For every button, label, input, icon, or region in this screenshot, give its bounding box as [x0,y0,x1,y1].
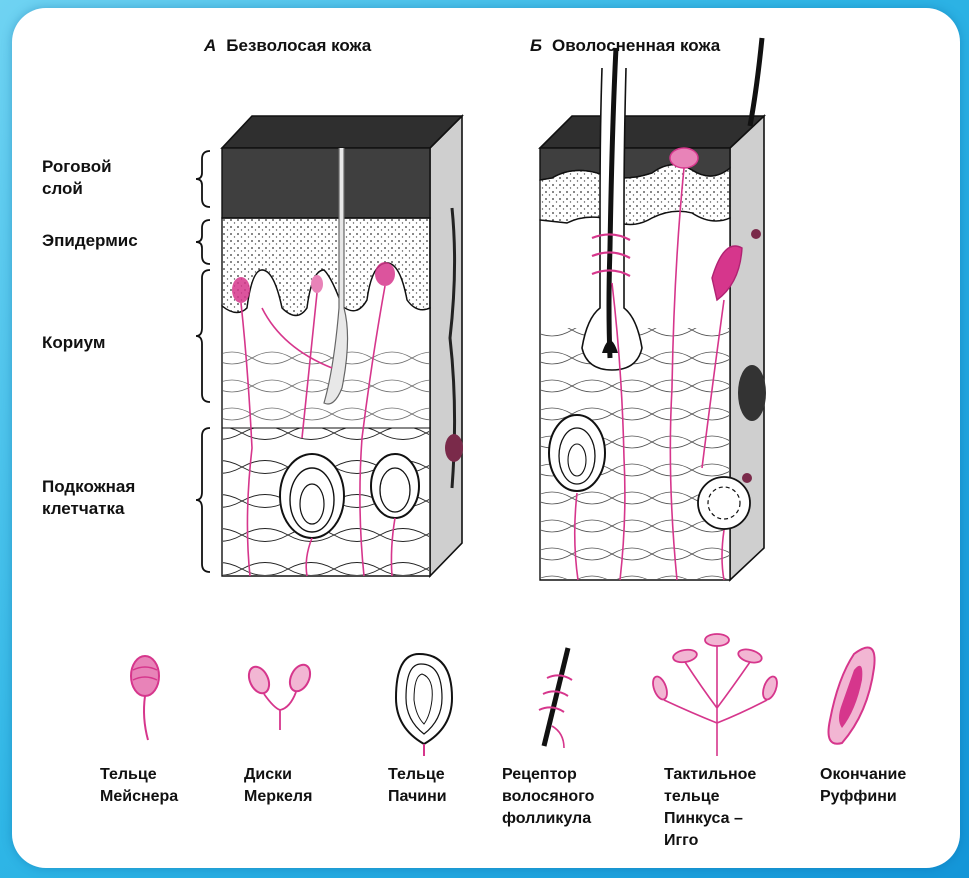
merkel-discs-icon [245,662,314,730]
ruffini-ending-icon [829,648,875,744]
hair-follicle-receptor-icon [539,648,572,748]
pinkus-iggo-corpuscle-icon [650,634,779,756]
block-b-hairy-skin [540,38,766,580]
skin-diagram [12,8,960,868]
block-a-hairless-skin [222,116,463,576]
label-merkel-discs: Диски Меркеля [244,764,312,808]
pacinian-corpuscle-icon [396,654,452,756]
layer-brackets [196,151,210,572]
label-hair-follicle-receptor: Рецептор волосяного фолликула [502,764,594,830]
diagram-card: АБезволосая кожа БОволосненная кожа Рого… [12,8,960,868]
label-pinkus-iggo-corpuscle: Тактильное тельце Пинкуса – Игго [664,764,756,852]
label-pacinian-corpuscle: Тельце Пачини [388,764,447,808]
label-ruffini-ending: Окончание Руффини [820,764,906,808]
meissner-corpuscle-icon [131,656,159,740]
label-meissner-corpuscle: Тельце Мейснера [100,764,178,808]
